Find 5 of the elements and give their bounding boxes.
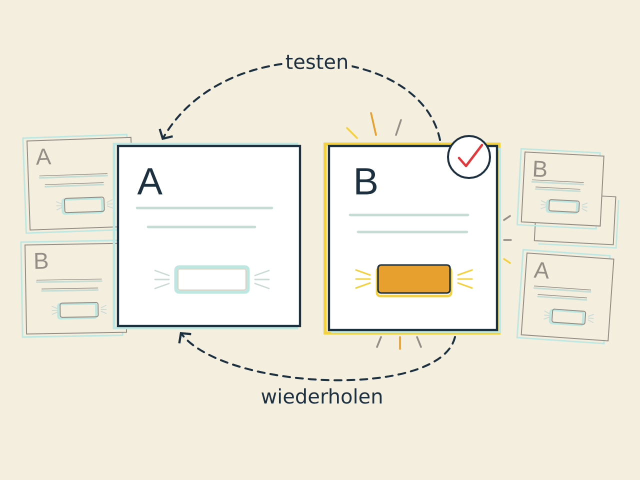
card-thumbnail: B xyxy=(516,148,620,249)
edge-label: testen xyxy=(282,52,352,72)
curved-arrow xyxy=(178,332,456,382)
edge-label: wiederholen xyxy=(258,385,386,407)
page-card: A xyxy=(112,142,302,330)
